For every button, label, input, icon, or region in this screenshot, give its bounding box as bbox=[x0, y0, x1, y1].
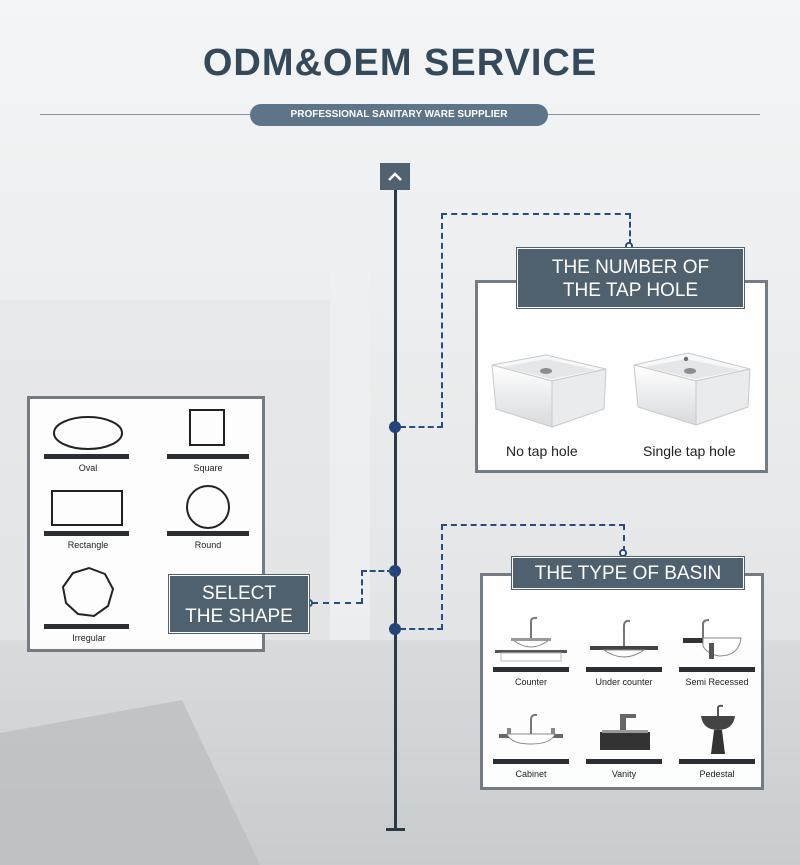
option-no-tap-hole[interactable]: No tap hole bbox=[486, 349, 616, 469]
connector-basin-h1 bbox=[400, 628, 443, 630]
pedestal-basin-icon bbox=[701, 704, 735, 754]
connector-basin-v2 bbox=[623, 524, 625, 552]
basin-type-label-box: THE TYPE OF BASIN bbox=[512, 557, 744, 589]
select-shape-label: SELECT THE SHAPE bbox=[169, 575, 309, 633]
connector-shape-h1 bbox=[361, 570, 393, 572]
timeline-node-basin bbox=[389, 623, 401, 635]
basin-type-under-counter[interactable]: Under counter bbox=[586, 612, 666, 702]
shape-label: Irregular bbox=[72, 633, 106, 643]
tap-hole-label: THE NUMBER OF THE TAP HOLE bbox=[517, 248, 744, 308]
connector-tap-h2 bbox=[441, 213, 631, 215]
tap-hole-label-line1: THE NUMBER OF bbox=[551, 257, 710, 278]
shape-label: Round bbox=[194, 540, 222, 550]
basin-type-pedestal[interactable]: Pedestal bbox=[679, 704, 759, 794]
shape-bar bbox=[167, 454, 249, 459]
connector-tap-v bbox=[441, 213, 443, 428]
basin-bar bbox=[493, 759, 569, 764]
basin-type-semi-recessed[interactable]: Semi Recessed bbox=[679, 612, 759, 702]
select-shape-label-line1: SELECT bbox=[202, 583, 276, 604]
vanity-basin-icon bbox=[600, 714, 650, 750]
timeline-node-shape bbox=[389, 565, 401, 577]
semi-recessed-basin-icon bbox=[683, 619, 742, 659]
timeline-line bbox=[394, 190, 397, 830]
basin-type-vanity[interactable]: Vanity bbox=[586, 704, 666, 794]
basin-bar bbox=[493, 667, 569, 672]
round-icon bbox=[186, 485, 230, 529]
basin-type-label: Under counter bbox=[595, 677, 653, 687]
basin-type-counter[interactable]: Counter bbox=[493, 612, 573, 702]
subtitle-badge: PROFESSIONAL SANITARY WARE SUPPLIER bbox=[250, 104, 548, 126]
shape-bar bbox=[44, 624, 129, 629]
basin-type-label: Semi Recessed bbox=[685, 677, 749, 687]
basin-bar bbox=[679, 667, 755, 672]
shape-irregular[interactable]: Irregular bbox=[44, 565, 134, 645]
page-title: ODM&OEM SERVICE bbox=[202, 42, 598, 84]
octagon-icon bbox=[61, 566, 115, 618]
basin-type-cabinet[interactable]: Cabinet bbox=[493, 704, 573, 794]
oval-icon bbox=[53, 416, 123, 450]
rectangle-icon bbox=[51, 490, 123, 526]
connector-tap-v2 bbox=[629, 213, 631, 245]
shape-bar bbox=[44, 531, 129, 536]
basin-type-panel: Counter Under counter Semi Recessed Cabi… bbox=[480, 573, 764, 790]
chevron-up-icon bbox=[388, 172, 402, 181]
shape-round[interactable]: Round bbox=[164, 483, 252, 561]
basin-bar bbox=[586, 759, 662, 764]
counter-basin-icon bbox=[495, 616, 567, 662]
connector-basin-v bbox=[441, 524, 443, 630]
select-shape-label-line2: THE SHAPE bbox=[185, 606, 293, 627]
basin-single-tap-hole-image bbox=[633, 352, 751, 426]
shape-bar bbox=[44, 454, 129, 459]
shape-bar bbox=[167, 531, 249, 536]
scroll-top-button[interactable] bbox=[380, 163, 410, 190]
option-single-tap-hole[interactable]: Single tap hole bbox=[628, 349, 768, 469]
background-pillar bbox=[330, 230, 370, 650]
connector-basin-h2 bbox=[441, 524, 625, 526]
basin-type-label: Counter bbox=[514, 677, 548, 687]
connector-shape-v bbox=[361, 570, 363, 604]
tap-option-label: Single tap hole bbox=[643, 443, 736, 459]
connector-tap-h1 bbox=[400, 426, 443, 428]
under-counter-basin-icon bbox=[590, 619, 658, 658]
basin-no-tap-hole-image bbox=[491, 354, 607, 428]
shape-oval[interactable]: Oval bbox=[44, 411, 132, 481]
timeline-end bbox=[386, 828, 405, 831]
timeline-node-tap bbox=[389, 421, 401, 433]
basin-bar bbox=[586, 667, 662, 672]
square-icon bbox=[189, 409, 225, 446]
cabinet-basin-icon bbox=[499, 713, 563, 745]
shape-label: Rectangle bbox=[67, 540, 109, 550]
basin-type-label: Pedestal bbox=[699, 769, 735, 779]
connector-basin-end bbox=[619, 549, 627, 557]
shape-label: Square bbox=[193, 463, 223, 473]
tap-option-label: No tap hole bbox=[506, 443, 578, 459]
shape-rectangle[interactable]: Rectangle bbox=[44, 487, 132, 561]
tap-hole-label-line2: THE TAP HOLE bbox=[562, 280, 699, 301]
shape-label: Oval bbox=[78, 463, 98, 473]
connector-shape-h2 bbox=[312, 602, 362, 604]
basin-bar bbox=[679, 759, 755, 764]
basin-type-label: Cabinet bbox=[515, 769, 547, 779]
basin-type-label: Vanity bbox=[611, 769, 637, 779]
tap-hole-panel: No tap hole Single tap hole bbox=[475, 280, 768, 473]
shape-square[interactable]: Square bbox=[164, 407, 252, 481]
